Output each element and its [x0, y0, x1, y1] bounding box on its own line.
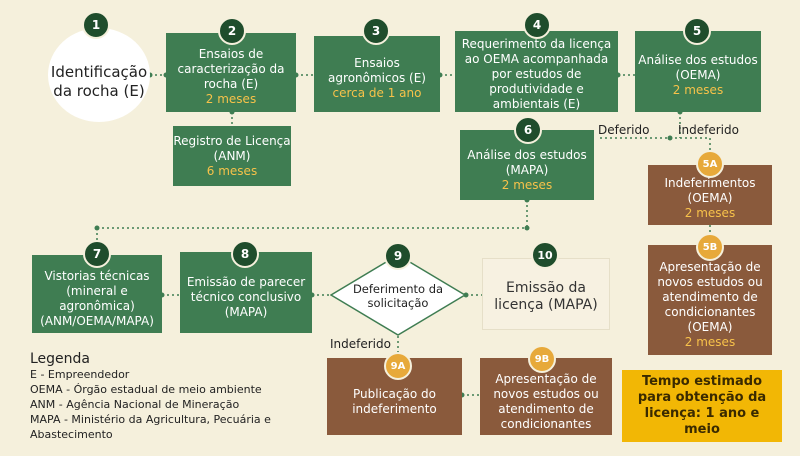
step-2-text: Ensaios de caracterização da rocha (E)	[177, 46, 285, 91]
step-5a-time: 2 meses	[684, 205, 736, 220]
step-5b-text: Apresentação de novos estudos ou atendim…	[657, 260, 763, 334]
step-7-text: Vistorias técnicas (mineral e agronômica…	[40, 269, 154, 328]
tempo-estimado-box: Tempo estimado para obtenção da licença:…	[622, 370, 782, 442]
step-5-number: 5	[683, 17, 711, 45]
step-9-number: 9	[384, 242, 412, 270]
step-7-vistorias: Vistorias técnicas (mineral e agronômica…	[32, 255, 162, 333]
step-9a-number: 9A	[384, 352, 412, 380]
step-6-time: 2 meses	[501, 177, 553, 192]
step-7-number: 7	[83, 240, 111, 268]
step-3-text: Ensaios agronômicos (E)	[328, 55, 426, 85]
registro-text: Registro de Licença (ANM)	[173, 133, 291, 163]
step-9b-novos-estudos: Apresentação de novos estudos ou atendim…	[480, 358, 612, 435]
step-2-number: 2	[218, 17, 246, 45]
legend-item-mapa: MAPA - Ministério da Agricultura, Pecuár…	[30, 413, 271, 441]
step-4-text: Requerimento da licença ao OEMA acompanh…	[461, 37, 612, 111]
step-1-text: Identificação da rocha (E)	[50, 63, 148, 100]
step-6-text: Análise dos estudos (MAPA)	[467, 147, 587, 177]
registro-licenca-anm: Registro de Licença (ANM) 6 meses	[173, 126, 291, 186]
indeferido-label: Indeferido	[678, 123, 739, 137]
step-4-number: 4	[523, 11, 551, 39]
legenda: Legenda E - Empreendedor OEMA - Órgão es…	[30, 352, 290, 442]
indeferido-label-2: Indeferido	[330, 337, 391, 351]
step-3-number: 3	[362, 17, 390, 45]
step-5-text: Análise dos estudos (OEMA)	[638, 53, 758, 82]
step-5-analise-oema: Análise dos estudos (OEMA) 2 meses	[635, 31, 761, 112]
step-3-time: cerca de 1 ano	[332, 85, 422, 100]
step-1-identificacao: Identificação da rocha (E)	[48, 28, 150, 122]
step-2-ensaios-caracterizacao: Ensaios de caracterização da rocha (E) 2…	[166, 33, 296, 112]
step-5a-number: 5A	[696, 150, 724, 178]
legend-item-anm: ANM - Agência Nacional de Mineração	[30, 398, 240, 411]
tempo-estimado-text: Tempo estimado para obtenção da licença:…	[637, 373, 767, 438]
step-4-requerimento: Requerimento da licença ao OEMA acompanh…	[455, 31, 618, 112]
legend-item-e: E - Empreendedor	[30, 368, 130, 381]
step-10-emissao-licenca: Emissão da licença (MAPA)	[482, 258, 610, 330]
step-5b-number: 5B	[696, 233, 724, 261]
step-6-number: 6	[514, 116, 542, 144]
step-9-diamond-shape	[330, 254, 466, 336]
legend-item-oema: OEMA - Órgão estadual de meio ambiente	[30, 383, 262, 396]
step-10-number: 10	[531, 241, 559, 269]
step-9-text: Deferimento da solicitação	[352, 281, 444, 310]
step-9a-text: Publicação do indeferimento	[352, 386, 437, 416]
step-1-number: 1	[82, 11, 110, 39]
step-5a-text: Indeferimentos (OEMA)	[664, 175, 756, 205]
step-8-text: Emissão de parecer técnico conclusivo (M…	[186, 275, 306, 319]
step-9b-text: Apresentação de novos estudos ou atendim…	[493, 371, 599, 431]
step-5b-time: 2 meses	[684, 335, 736, 349]
deferido-label: Deferido	[598, 123, 650, 137]
step-5-time: 2 meses	[672, 83, 724, 97]
step-9b-number: 9B	[528, 345, 556, 373]
step-5b-novos-estudos-oema: Apresentação de novos estudos ou atendim…	[648, 245, 772, 355]
step-10-text: Emissão da licença (MAPA)	[494, 279, 598, 314]
legend-title: Legenda	[30, 351, 91, 367]
registro-time: 6 meses	[206, 163, 258, 178]
step-3-ensaios-agronomicos: Ensaios agronômicos (E) cerca de 1 ano	[314, 36, 440, 112]
step-2-time: 2 meses	[205, 91, 257, 106]
step-8-number: 8	[231, 240, 259, 268]
step-9-deferimento: Deferimento da solicitação	[350, 274, 446, 318]
